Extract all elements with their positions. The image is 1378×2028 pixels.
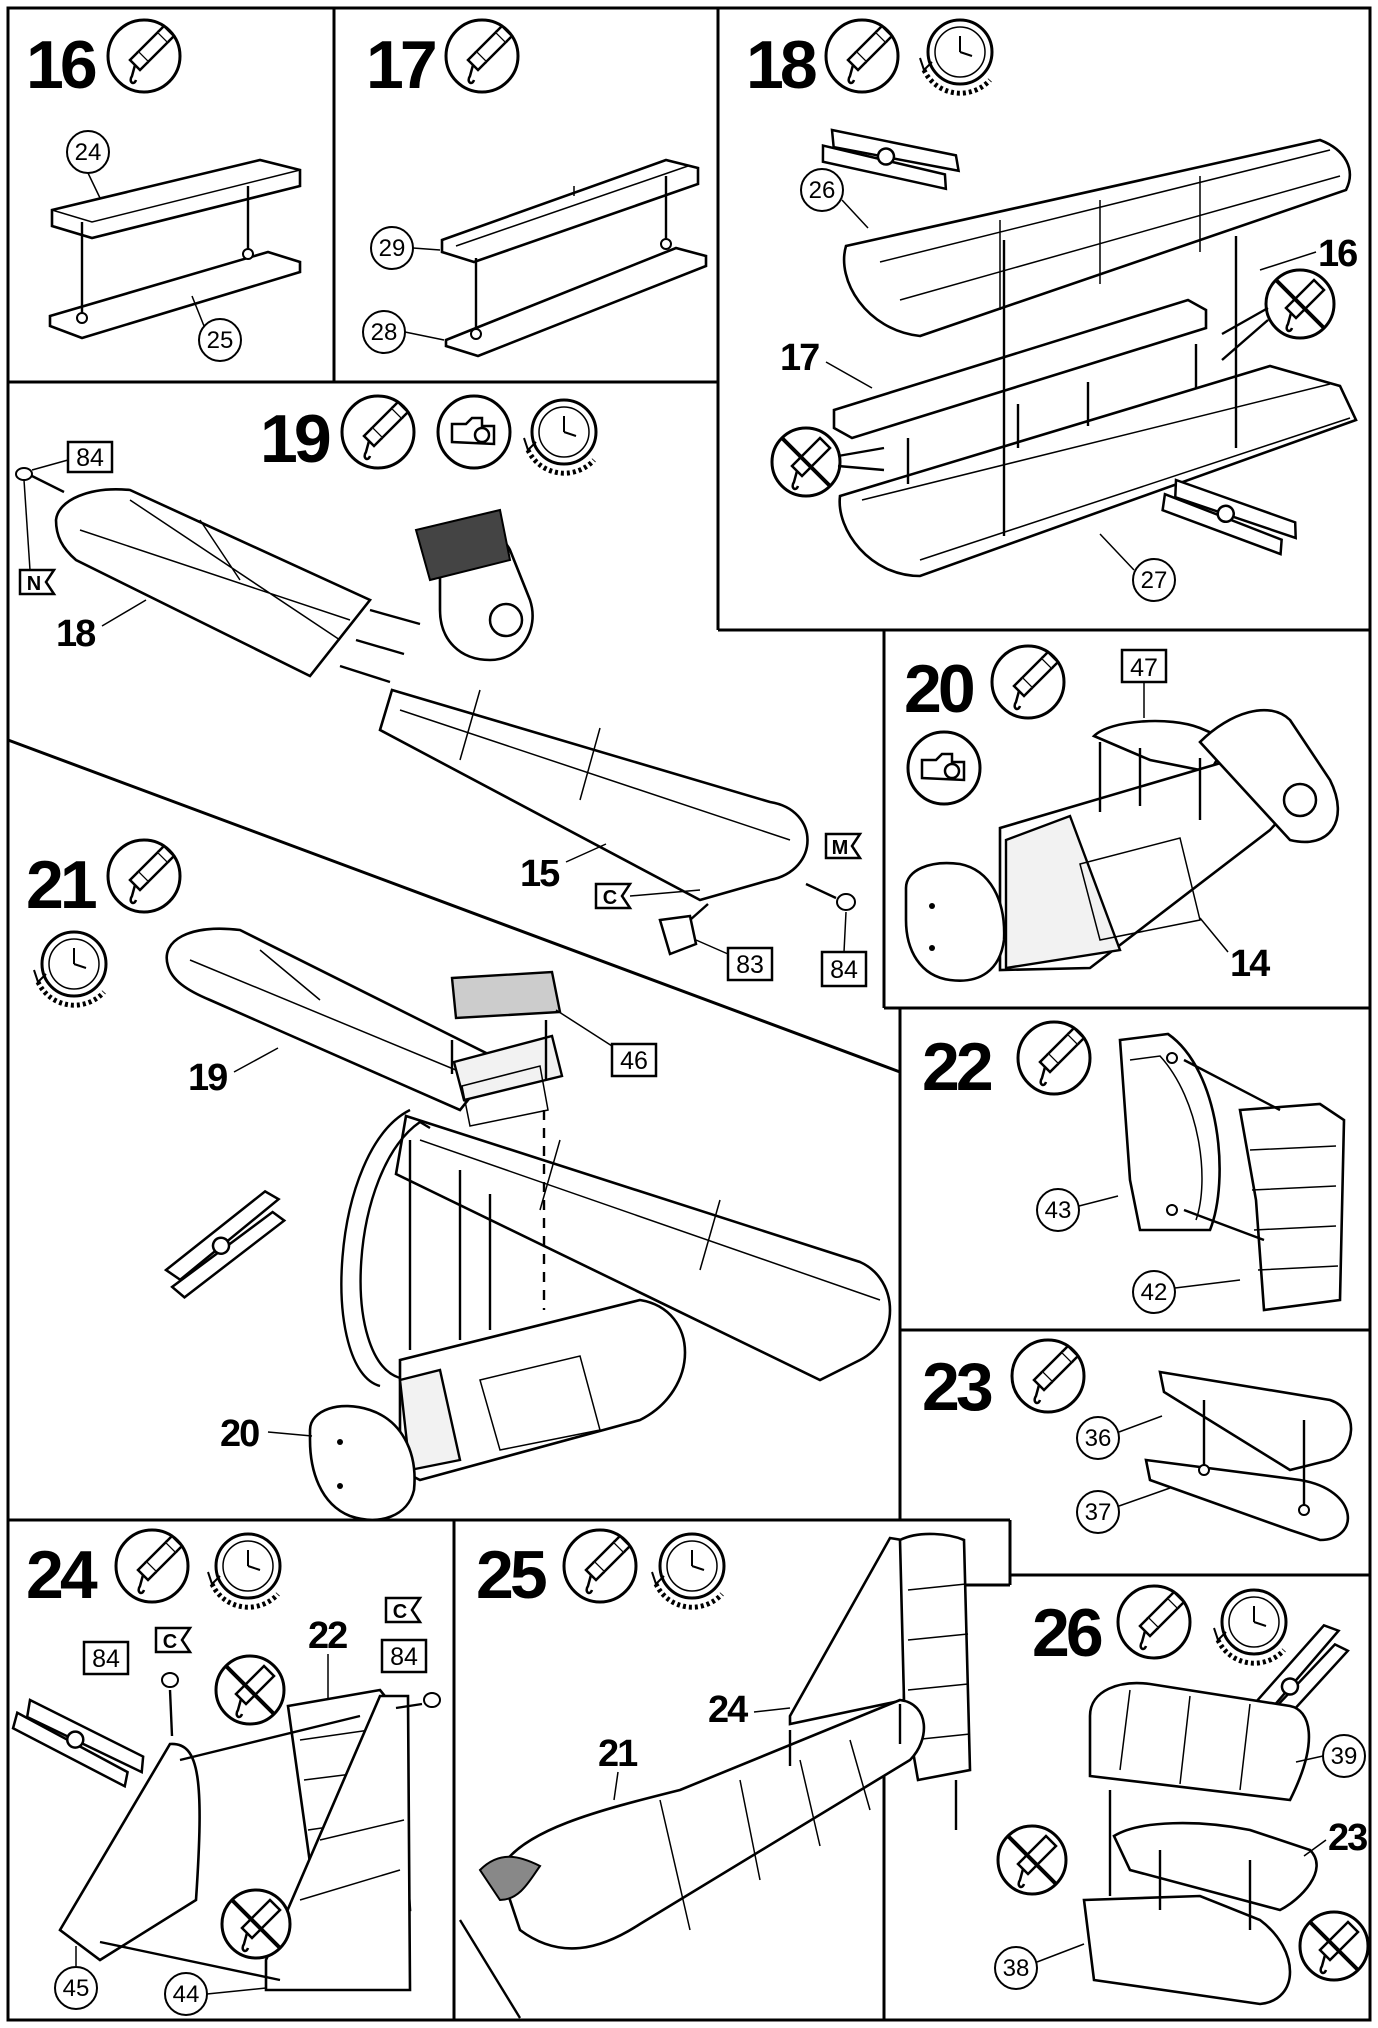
step-number: 21 (26, 847, 96, 923)
step-19: 19 84 N 18 15 C M 83 84 (15, 394, 868, 988)
part-label: 23 (1328, 1817, 1367, 1859)
part-label: 17 (780, 337, 819, 379)
part-label: 22 (308, 1615, 347, 1657)
step-26: 26 39 23 38 (994, 1584, 1370, 2006)
glue-tube-icon (340, 394, 416, 470)
drying-clock-icon (34, 932, 106, 1005)
no-glue-icon (214, 1654, 286, 1726)
drying-clock-icon (524, 400, 596, 473)
step-number: 26 (1032, 1595, 1102, 1671)
part-label: 18 (56, 613, 95, 655)
part-callout: 39 (1331, 1743, 1358, 1770)
step-number: 20 (904, 651, 974, 727)
no-glue-icon (1264, 268, 1336, 340)
clothespin-clamp-icon (6, 1670, 152, 1816)
drying-clock-icon (1214, 1590, 1286, 1663)
marking-flag: C (393, 1601, 407, 1623)
step-20: 20 47 14 (904, 644, 1340, 985)
step-24: 24 84 C 22 C 84 45 44 (6, 1528, 441, 2016)
glue-tube-icon (824, 18, 900, 94)
marking-flag: C (603, 887, 617, 909)
part-label: 20 (220, 1413, 259, 1455)
part-label: 16 (1318, 233, 1357, 275)
step-16: 16 24 25 (26, 18, 302, 362)
part-label: 14 (1230, 943, 1270, 985)
step-17: 17 29 28 (362, 18, 708, 358)
part-callout: 28 (371, 319, 398, 346)
glue-tube-icon (1116, 1584, 1192, 1660)
no-glue-icon (1298, 1910, 1370, 1982)
step-25: 25 24 21 (458, 1528, 972, 2019)
tape-dispenser-icon (906, 730, 982, 806)
step-number: 25 (476, 1537, 546, 1613)
part-label: 24 (708, 1689, 748, 1731)
drying-clock-icon (652, 1534, 724, 1607)
part-box: 83 (736, 951, 764, 979)
step-21: 21 19 46 20 (26, 838, 892, 1522)
step-number: 16 (26, 27, 96, 103)
part-box: 84 (830, 956, 858, 984)
step-number: 22 (922, 1029, 992, 1105)
part-callout: 43 (1045, 1197, 1072, 1224)
glue-tube-icon (106, 838, 182, 914)
tape-dispenser-icon (436, 394, 512, 470)
part-callout: 26 (809, 177, 836, 204)
step-18: 18 26 16 17 27 (746, 18, 1359, 602)
glue-tube-icon (106, 18, 182, 94)
part-callout: 24 (75, 139, 102, 166)
no-glue-icon (220, 1888, 292, 1960)
glue-tube-icon (562, 1528, 638, 1604)
part-callout: 44 (173, 1981, 200, 2008)
step-number: 24 (26, 1537, 98, 1613)
part-callout: 36 (1085, 1425, 1112, 1452)
no-glue-icon (996, 1824, 1068, 1896)
part-callout: 38 (1003, 1955, 1030, 1982)
step-23: 23 36 37 (922, 1338, 1353, 1542)
clothespin-clamp-icon (151, 1186, 301, 1302)
part-callout: 27 (1141, 567, 1168, 594)
part-callout: 42 (1141, 1279, 1168, 1306)
drying-clock-icon (920, 20, 992, 93)
part-callout: 25 (207, 327, 234, 354)
marking-flag: M (832, 837, 849, 859)
part-label: 19 (188, 1057, 227, 1099)
part-label: 21 (598, 1733, 638, 1775)
part-callout: 37 (1085, 1499, 1112, 1526)
part-label: 15 (520, 853, 560, 895)
glue-tube-icon (1016, 1020, 1092, 1096)
part-box: 84 (92, 1645, 120, 1673)
no-glue-icon (770, 426, 842, 498)
part-box: 84 (390, 1643, 418, 1671)
step-number: 19 (260, 401, 330, 477)
part-box: 46 (620, 1047, 648, 1075)
step-number: 17 (366, 27, 435, 103)
part-box: 47 (1130, 654, 1158, 682)
step-22: 22 43 42 (922, 1020, 1346, 1314)
step-number: 18 (746, 27, 816, 103)
marking-flag: N (27, 573, 41, 595)
glue-tube-icon (444, 18, 520, 94)
glue-tube-icon (990, 644, 1066, 720)
marking-flag: C (163, 1631, 177, 1653)
part-callout: 45 (63, 1975, 90, 2002)
part-callout: 29 (379, 235, 406, 262)
part-box: 84 (76, 444, 104, 472)
step-number: 23 (922, 1349, 992, 1425)
glue-tube-icon (114, 1528, 190, 1604)
drying-clock-icon (208, 1534, 280, 1607)
glue-tube-icon (1010, 1338, 1086, 1414)
